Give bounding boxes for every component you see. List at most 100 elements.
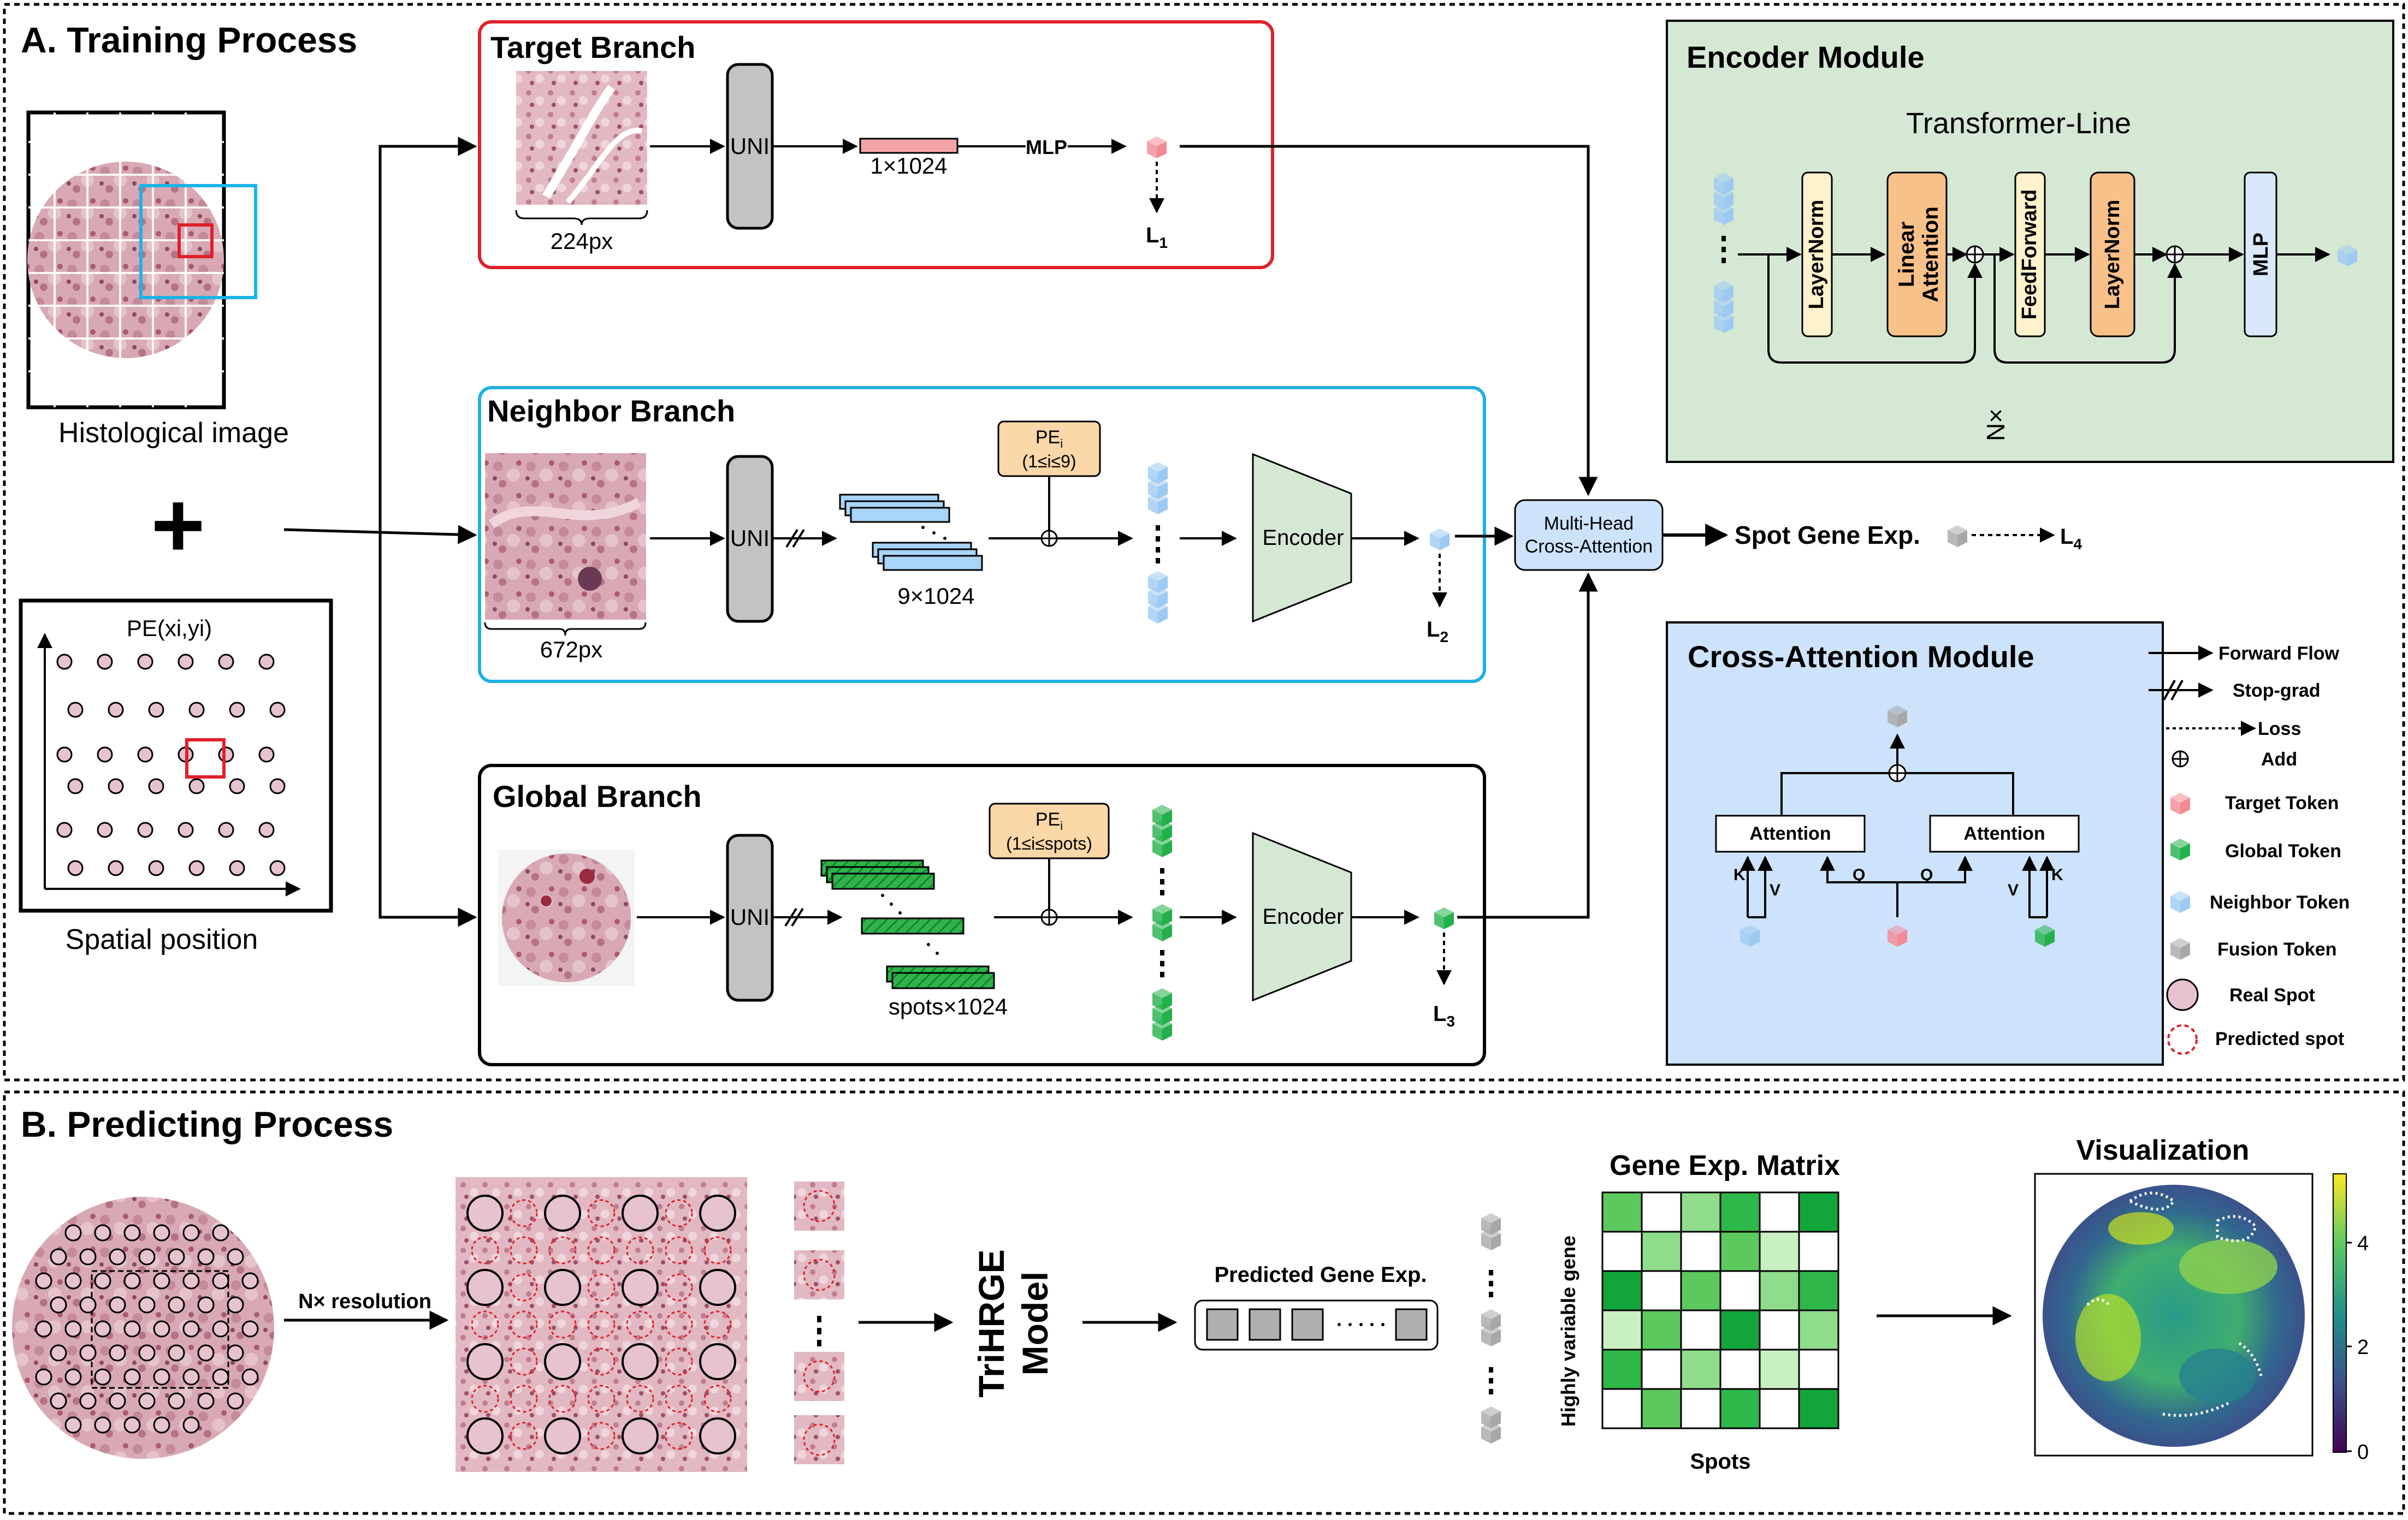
predicted-spot bbox=[587, 1273, 616, 1302]
spatial-label: Spatial position bbox=[66, 924, 258, 955]
spatial-spot bbox=[56, 654, 73, 670]
global-encoder-label: Encoder bbox=[1263, 905, 1344, 929]
global-ellipsis-dots bbox=[881, 894, 939, 955]
legend-target-token: Target Token bbox=[2225, 793, 2339, 814]
matrix-cell bbox=[1798, 1309, 1839, 1351]
predict-spot bbox=[94, 1320, 111, 1338]
cross-k-right: K bbox=[2051, 866, 2063, 884]
matrix-cell bbox=[1759, 1349, 1800, 1390]
real-spot bbox=[466, 1343, 504, 1380]
spatial-position-plot bbox=[19, 598, 333, 913]
spatial-spot bbox=[218, 822, 234, 838]
real-spot bbox=[466, 1195, 504, 1232]
predict-spot bbox=[197, 1392, 215, 1410]
predict-spot bbox=[212, 1272, 229, 1290]
section-a-title: A. Training Process bbox=[21, 20, 357, 60]
spot-gene-loss: L4 bbox=[2060, 525, 2082, 553]
matrix-cell bbox=[1759, 1388, 1800, 1429]
pe-label: PE(xi,yi) bbox=[127, 615, 212, 641]
legend-fusion-token: Fusion Token bbox=[2217, 939, 2336, 960]
colorbar-tick-4: 4 bbox=[2357, 1232, 2369, 1255]
matrix-cell bbox=[1641, 1349, 1682, 1390]
predicted-spot bbox=[626, 1310, 654, 1339]
predicted-spot bbox=[548, 1385, 577, 1413]
global-token-column bbox=[1152, 805, 1172, 1041]
legend-stopgrad: Stop-grad bbox=[2233, 680, 2321, 701]
encoder-input-tokens bbox=[1714, 173, 1733, 333]
global-pe-range: (1≤i≤spots) bbox=[1006, 834, 1092, 853]
cross-module-title: Cross-Attention Module bbox=[1688, 639, 2034, 674]
predict-spot bbox=[227, 1248, 244, 1266]
layernorm-label-1: LayerNorm bbox=[1805, 200, 1828, 310]
matrix-ylabel: Highly variable gene bbox=[1557, 1236, 1579, 1427]
predicted-spot bbox=[510, 1199, 538, 1227]
predicted-spot bbox=[510, 1422, 538, 1450]
target-patch-brace bbox=[515, 210, 648, 225]
predict-spot bbox=[138, 1296, 156, 1314]
section-b-title: B. Predicting Process bbox=[21, 1104, 393, 1144]
matrix-cell bbox=[1680, 1270, 1721, 1311]
spatial-spot bbox=[67, 702, 84, 718]
predict-spot bbox=[182, 1320, 200, 1338]
global-stopgrad-icon bbox=[784, 907, 804, 927]
predict-spot bbox=[227, 1344, 244, 1362]
spatial-spot bbox=[178, 654, 194, 670]
cross-v-right: V bbox=[2008, 881, 2019, 899]
input-arrows bbox=[283, 136, 477, 927]
matrix-cell bbox=[1680, 1309, 1721, 1351]
mhca-line1: Multi-Head bbox=[1544, 513, 1634, 534]
predict-spot bbox=[182, 1416, 200, 1434]
predict-spot bbox=[182, 1368, 200, 1386]
feedforward-block bbox=[2014, 171, 2046, 337]
matrix-cell bbox=[1759, 1270, 1800, 1311]
predict-spot bbox=[168, 1296, 185, 1314]
neighbor-token-column bbox=[1148, 462, 1168, 624]
target-patch bbox=[516, 71, 647, 205]
matrix-cell bbox=[1641, 1388, 1682, 1429]
predict-spot bbox=[153, 1416, 170, 1434]
spatial-spot bbox=[137, 654, 153, 670]
matrix-cell bbox=[1680, 1388, 1721, 1429]
spatial-spot bbox=[178, 822, 194, 838]
real-spot bbox=[622, 1343, 659, 1380]
predict-spot bbox=[197, 1248, 215, 1266]
predict-spot bbox=[94, 1224, 111, 1242]
matrix-cell bbox=[1601, 1270, 1643, 1311]
real-spot bbox=[622, 1269, 659, 1306]
neighbor-patch bbox=[485, 453, 646, 620]
spatial-spot bbox=[148, 702, 164, 718]
legend-add-icon bbox=[2172, 750, 2189, 768]
matrix-cell bbox=[1680, 1231, 1721, 1272]
predict-spot bbox=[138, 1344, 156, 1362]
legend-real-spot: Real Spot bbox=[2229, 985, 2315, 1006]
neighbor-pe-label: PEi bbox=[1036, 427, 1063, 450]
predicted-spot bbox=[665, 1236, 693, 1264]
predict-spot bbox=[94, 1368, 111, 1386]
predicted-spot bbox=[587, 1385, 616, 1413]
encoder-mlp-block bbox=[2244, 171, 2277, 337]
predict-spot bbox=[109, 1248, 126, 1266]
real-spot bbox=[699, 1195, 736, 1232]
legend-global-icon bbox=[2170, 839, 2190, 860]
output-token-column bbox=[1481, 1213, 1501, 1444]
predict-spot bbox=[227, 1392, 244, 1410]
spatial-spot bbox=[67, 860, 84, 876]
predicted-spot bbox=[665, 1347, 693, 1376]
spatial-spot bbox=[108, 702, 124, 718]
matrix-cell bbox=[1798, 1191, 1839, 1233]
predicted-spot bbox=[510, 1273, 538, 1302]
neighbor-encoder-block bbox=[1252, 453, 1352, 623]
matrix-title: Gene Exp. Matrix bbox=[1610, 1150, 1840, 1181]
predict-spot bbox=[153, 1320, 170, 1338]
legend-loss: Loss bbox=[2258, 719, 2301, 739]
predict-spot bbox=[79, 1344, 97, 1362]
cross-q-left: Q bbox=[1853, 866, 1865, 884]
predict-spot bbox=[153, 1272, 170, 1290]
layernorm-block-1 bbox=[1801, 171, 1833, 337]
matrix-cell bbox=[1641, 1270, 1682, 1311]
predicted-spot bbox=[665, 1385, 693, 1413]
predicted-spot bbox=[665, 1199, 693, 1227]
legend-real-spot-icon bbox=[2166, 978, 2199, 1011]
real-spot bbox=[544, 1195, 581, 1232]
matrix-cell bbox=[1601, 1231, 1643, 1272]
